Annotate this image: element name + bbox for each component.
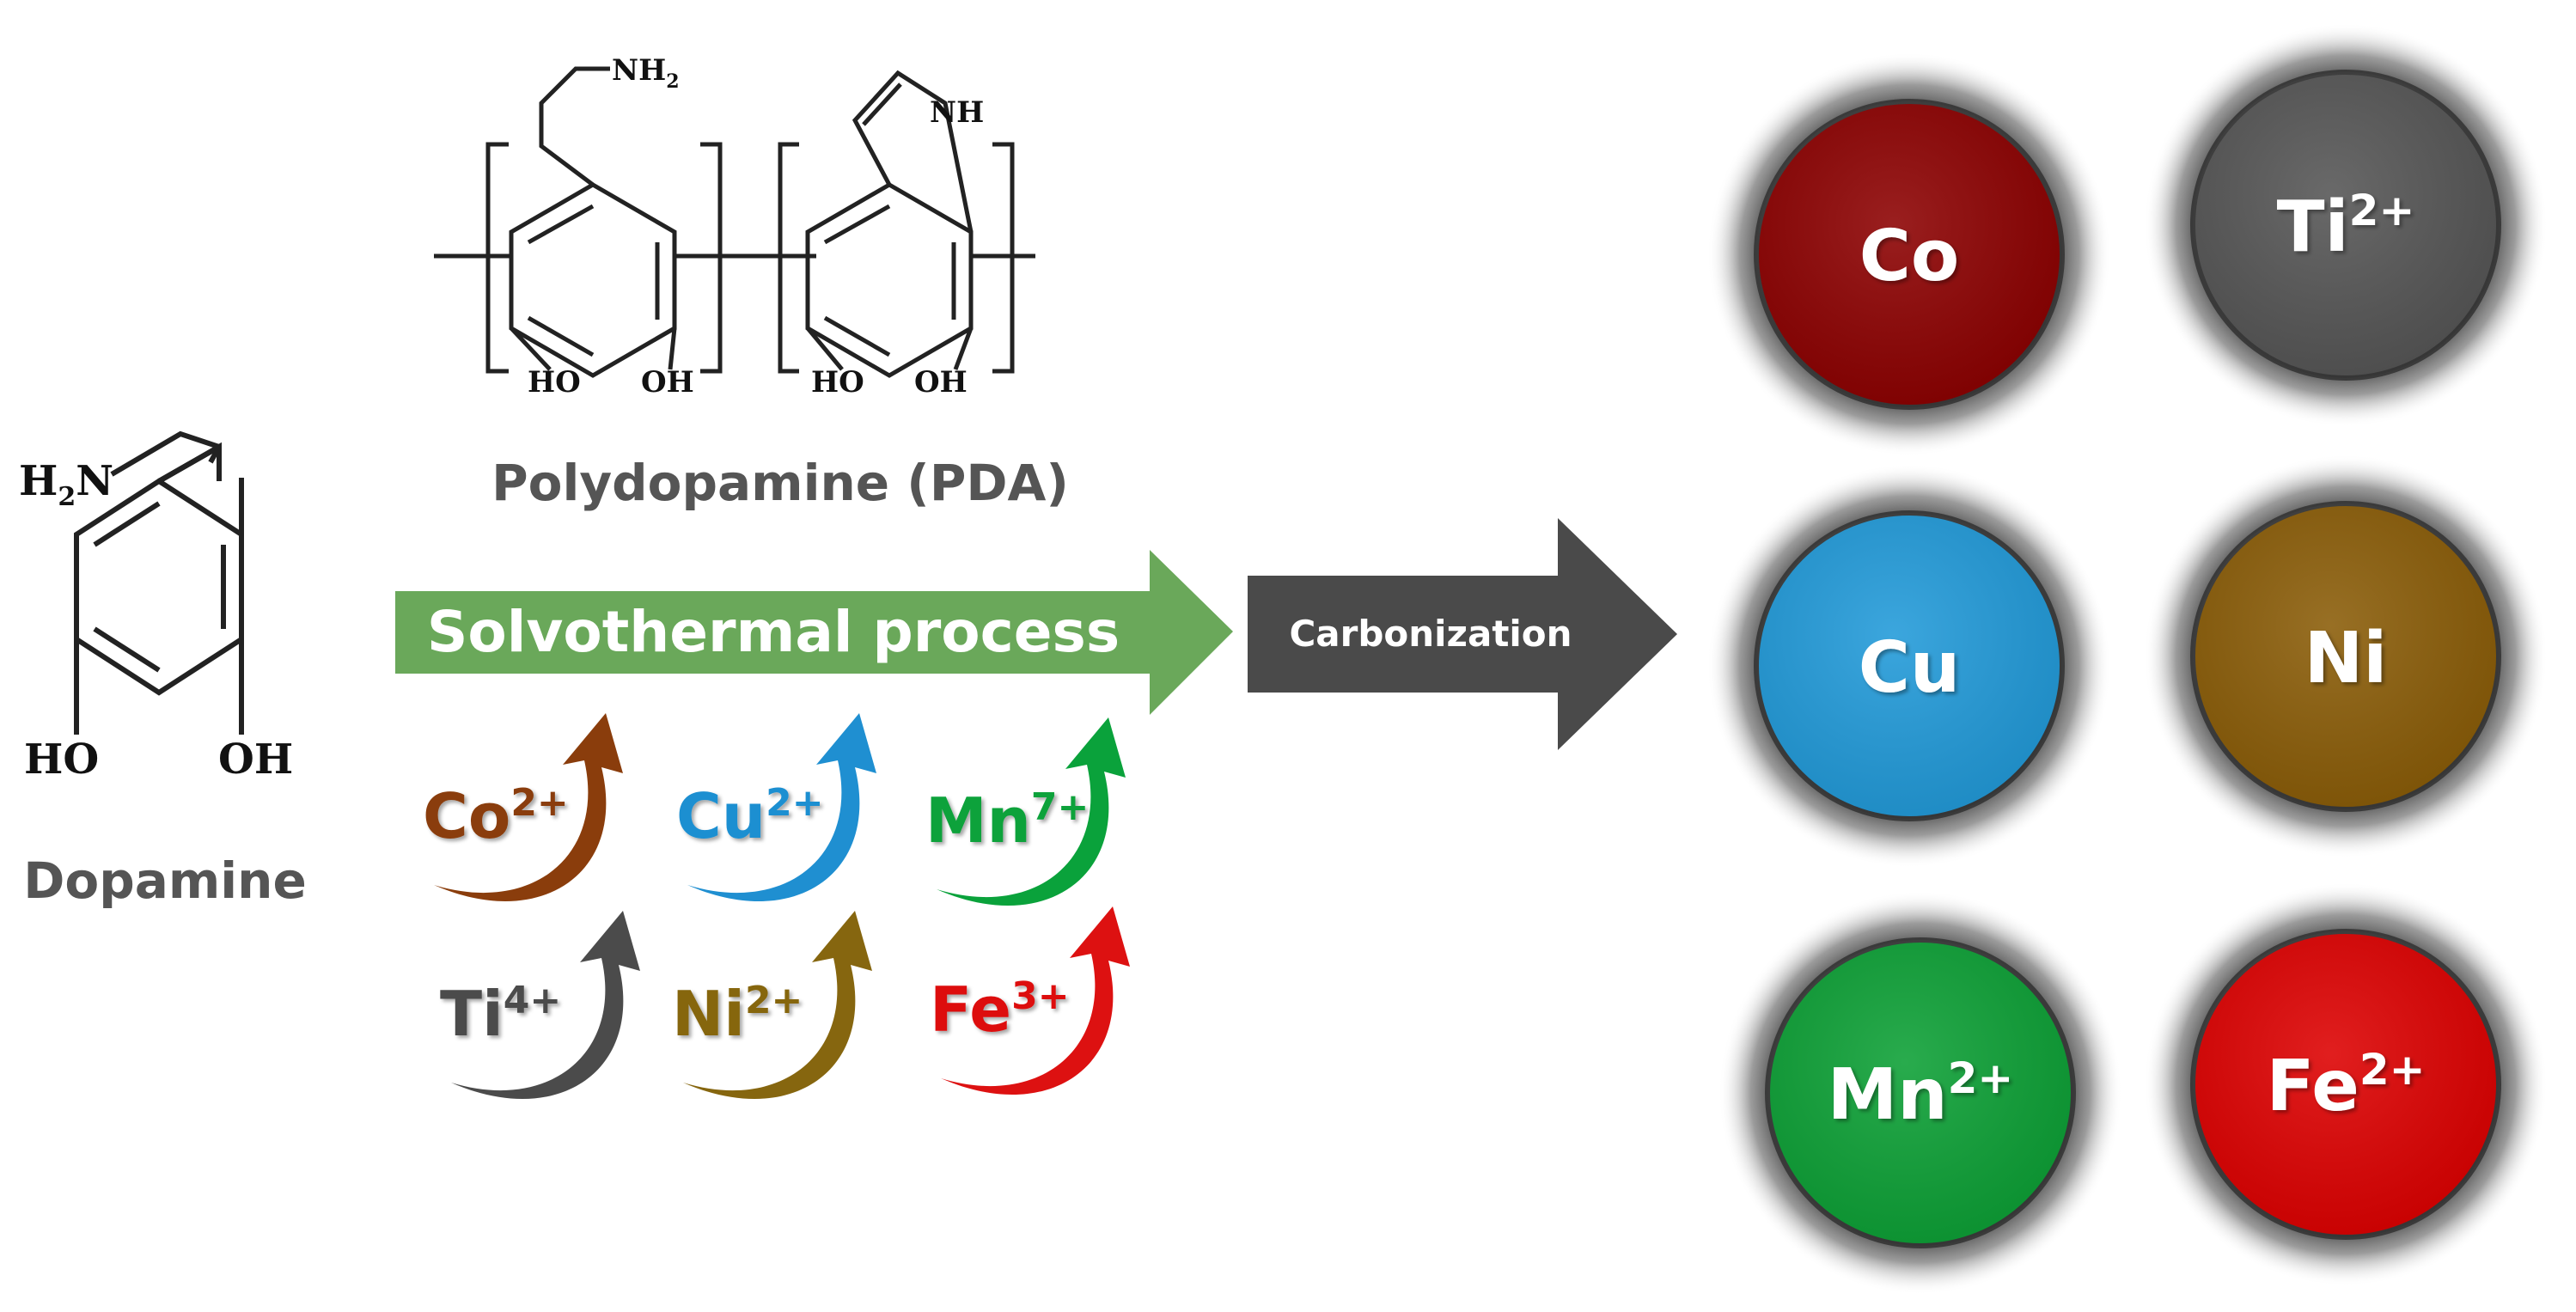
svg-text:NH2: NH2 — [612, 53, 680, 93]
dopamine-ho-left: HO — [24, 735, 99, 784]
pda-oh-2: OH — [914, 365, 968, 400]
sphere-label: Ni — [2304, 618, 2388, 699]
sphere-co: Co — [1707, 52, 2111, 456]
sphere-mn: Mn2+ — [1718, 891, 2122, 1295]
dopamine-oh-right: OH — [218, 735, 293, 784]
ion-fe: Fe3+ — [930, 906, 1130, 1095]
curved-arrow-icon — [937, 717, 1126, 906]
sphere-ti: Ti2+ — [2144, 23, 2548, 427]
pda-nh: NH — [930, 95, 984, 130]
ion-ti: Ti4+ — [440, 911, 640, 1100]
ion-label: Fe3+ — [930, 973, 1070, 1046]
sphere-ni: Ni — [2144, 455, 2548, 858]
ion-ni: Ni2+ — [672, 911, 872, 1100]
sphere-label: Mn2+ — [1828, 1053, 2014, 1136]
pda-ho-1: HO — [528, 365, 581, 400]
curved-arrow-icon — [434, 713, 623, 902]
pda-labels: NH2 NH HO OH HO OH Polydopamine (PDA) — [491, 53, 1069, 512]
ion-label: Ni2+ — [672, 978, 803, 1050]
solvothermal-arrow: Solvothermal process — [395, 550, 1233, 715]
pda-oh-1: OH — [641, 365, 694, 400]
dopamine-structure — [74, 430, 244, 735]
carbonization-arrow: Carbonization — [1248, 518, 1677, 750]
pda-structure — [434, 66, 1035, 378]
curved-arrow-icon — [941, 906, 1130, 1095]
ion-label: Ti4+ — [440, 978, 561, 1050]
solvothermal-label: Solvothermal process — [427, 599, 1120, 665]
sphere-label: Ti2+ — [2277, 186, 2415, 268]
curved-arrow-icon — [687, 713, 876, 902]
sphere-fe: Fe2+ — [2144, 882, 2548, 1286]
sphere-label: Fe2+ — [2267, 1045, 2426, 1127]
pda-label: Polydopamine (PDA) — [491, 454, 1069, 512]
ion-co: Co2+ — [423, 713, 623, 902]
sphere-label: Cu — [1859, 627, 1961, 709]
curved-arrow-icon — [451, 911, 640, 1100]
curved-arrow-icon — [683, 911, 872, 1100]
svg-text:H2N: H2N — [19, 457, 113, 512]
ion-label: Mn7+ — [925, 784, 1089, 857]
carbonization-label: Carbonization — [1289, 613, 1572, 655]
dopamine-label: Dopamine — [23, 851, 307, 910]
metal-ion-group: Co2+ Cu2+ Mn7+ Ti4+ Ni2+ Fe3+ — [423, 713, 1130, 1100]
ion-mn: Mn7+ — [925, 717, 1126, 906]
pda-ho-2: HO — [811, 365, 864, 400]
sphere-cu: Cu — [1707, 464, 2111, 868]
sphere-label: Co — [1859, 216, 1960, 297]
ion-label: Co2+ — [423, 780, 569, 852]
ion-label: Cu2+ — [676, 780, 824, 852]
ion-cu: Cu2+ — [676, 713, 876, 902]
dopamine-labels: H2N HO OH Dopamine — [19, 457, 307, 910]
